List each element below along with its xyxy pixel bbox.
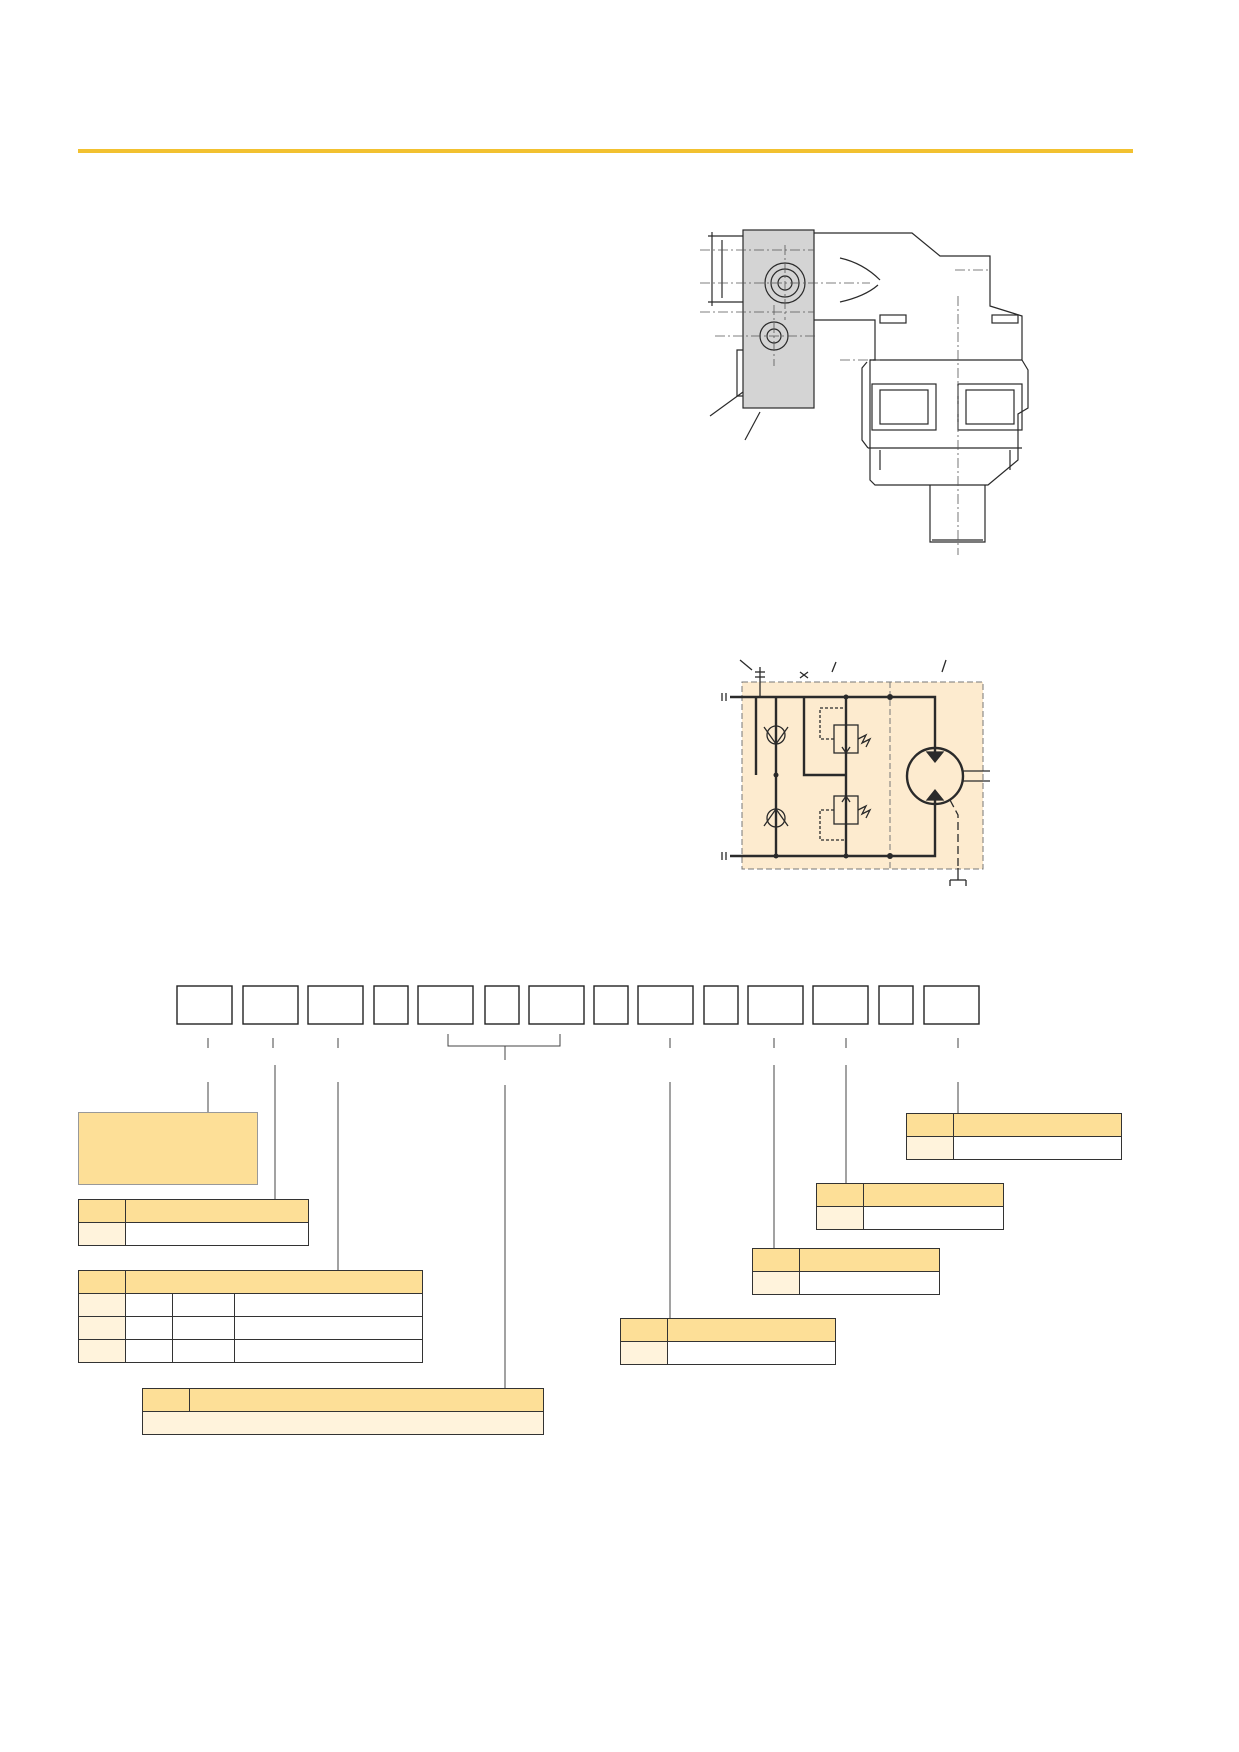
right-table-3 [752,1248,940,1295]
code-box-8 [593,985,629,1025]
code-box-13 [878,985,914,1025]
accent-rule [78,149,1133,153]
code-box-7 [528,985,585,1025]
right-table-1 [906,1113,1122,1160]
code-box-12 [812,985,869,1025]
circuit-envelope [741,681,984,870]
left-table-2 [78,1270,423,1363]
code-box-9 [637,985,694,1025]
right-table-2 [816,1183,1004,1230]
hydraulic-motor-icon [905,746,965,806]
code-box-14 [923,985,980,1025]
code-box-3 [307,985,364,1025]
valve-block [742,229,815,409]
left-table-1 [78,1199,309,1246]
code-box-5 [417,985,474,1025]
right-table-4 [620,1318,836,1365]
note-box [78,1112,258,1185]
motor-drawing [700,229,1029,555]
code-box-10 [703,985,739,1025]
code-box-2 [242,985,299,1025]
code-box-6 [484,985,520,1025]
code-box-11 [747,985,804,1025]
left-table-3 [142,1388,544,1435]
circuit-schematic [721,659,990,886]
code-box-1 [176,985,233,1025]
code-box-4 [373,985,409,1025]
